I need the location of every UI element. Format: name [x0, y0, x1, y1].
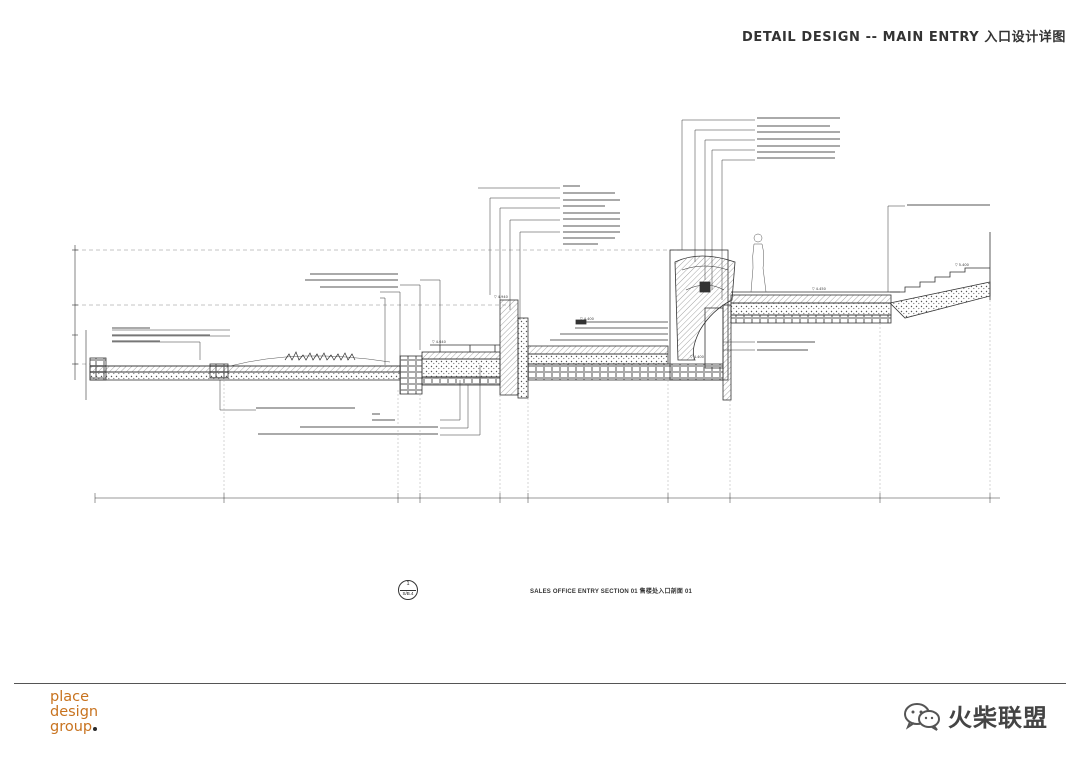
- section-ref-sheet: S/B.4: [402, 591, 414, 596]
- svg-text:▽ 4.400: ▽ 4.400: [690, 355, 704, 359]
- logo-line-3: group: [50, 719, 93, 735]
- section-reference-bubble: 1 S/B.4: [398, 580, 418, 600]
- page-title: DETAIL DESIGN -- MAIN ENTRY 入口设计详图: [741, 30, 1066, 45]
- section-caption: SALES OFFICE ENTRY SECTION 01 售楼处入口剖面 01: [530, 589, 693, 595]
- svg-text:▽ 5.400: ▽ 5.400: [955, 263, 969, 267]
- logo-line-2: design: [50, 704, 99, 720]
- company-logo: place design group: [50, 690, 98, 735]
- elevation-tags: ▽ 4.640 ▽ 4.940 ▽ 4.400 ▽ 4.450 ▽ 5.400 …: [432, 263, 969, 359]
- watermark: 火柴联盟: [902, 698, 1048, 733]
- section-ref-number: 1: [406, 581, 410, 587]
- wechat-icon: [904, 702, 940, 731]
- svg-text:▽ 4.640: ▽ 4.640: [432, 340, 446, 344]
- footer-divider: [14, 683, 1066, 684]
- section-drawing: ▽ 4.640 ▽ 4.940 ▽ 4.400 ▽ 4.450 ▽ 5.400 …: [72, 117, 1000, 503]
- logo-dot: [93, 727, 98, 731]
- logo-line-1: place: [50, 689, 90, 705]
- annotation-leaders: [112, 119, 905, 436]
- annotation-notes: [112, 117, 990, 435]
- human-figure: [750, 233, 767, 293]
- dimension-line: [94, 300, 1000, 503]
- section-ref-divider: [400, 589, 416, 591]
- left-elevation-markers: [72, 245, 87, 400]
- svg-text:▽ 4.940: ▽ 4.940: [494, 295, 508, 299]
- ground-section: [89, 232, 991, 401]
- watermark-text: 火柴联盟: [948, 704, 1048, 732]
- svg-text:▽ 4.400: ▽ 4.400: [580, 317, 594, 321]
- svg-text:▽ 4.450: ▽ 4.450: [812, 287, 826, 291]
